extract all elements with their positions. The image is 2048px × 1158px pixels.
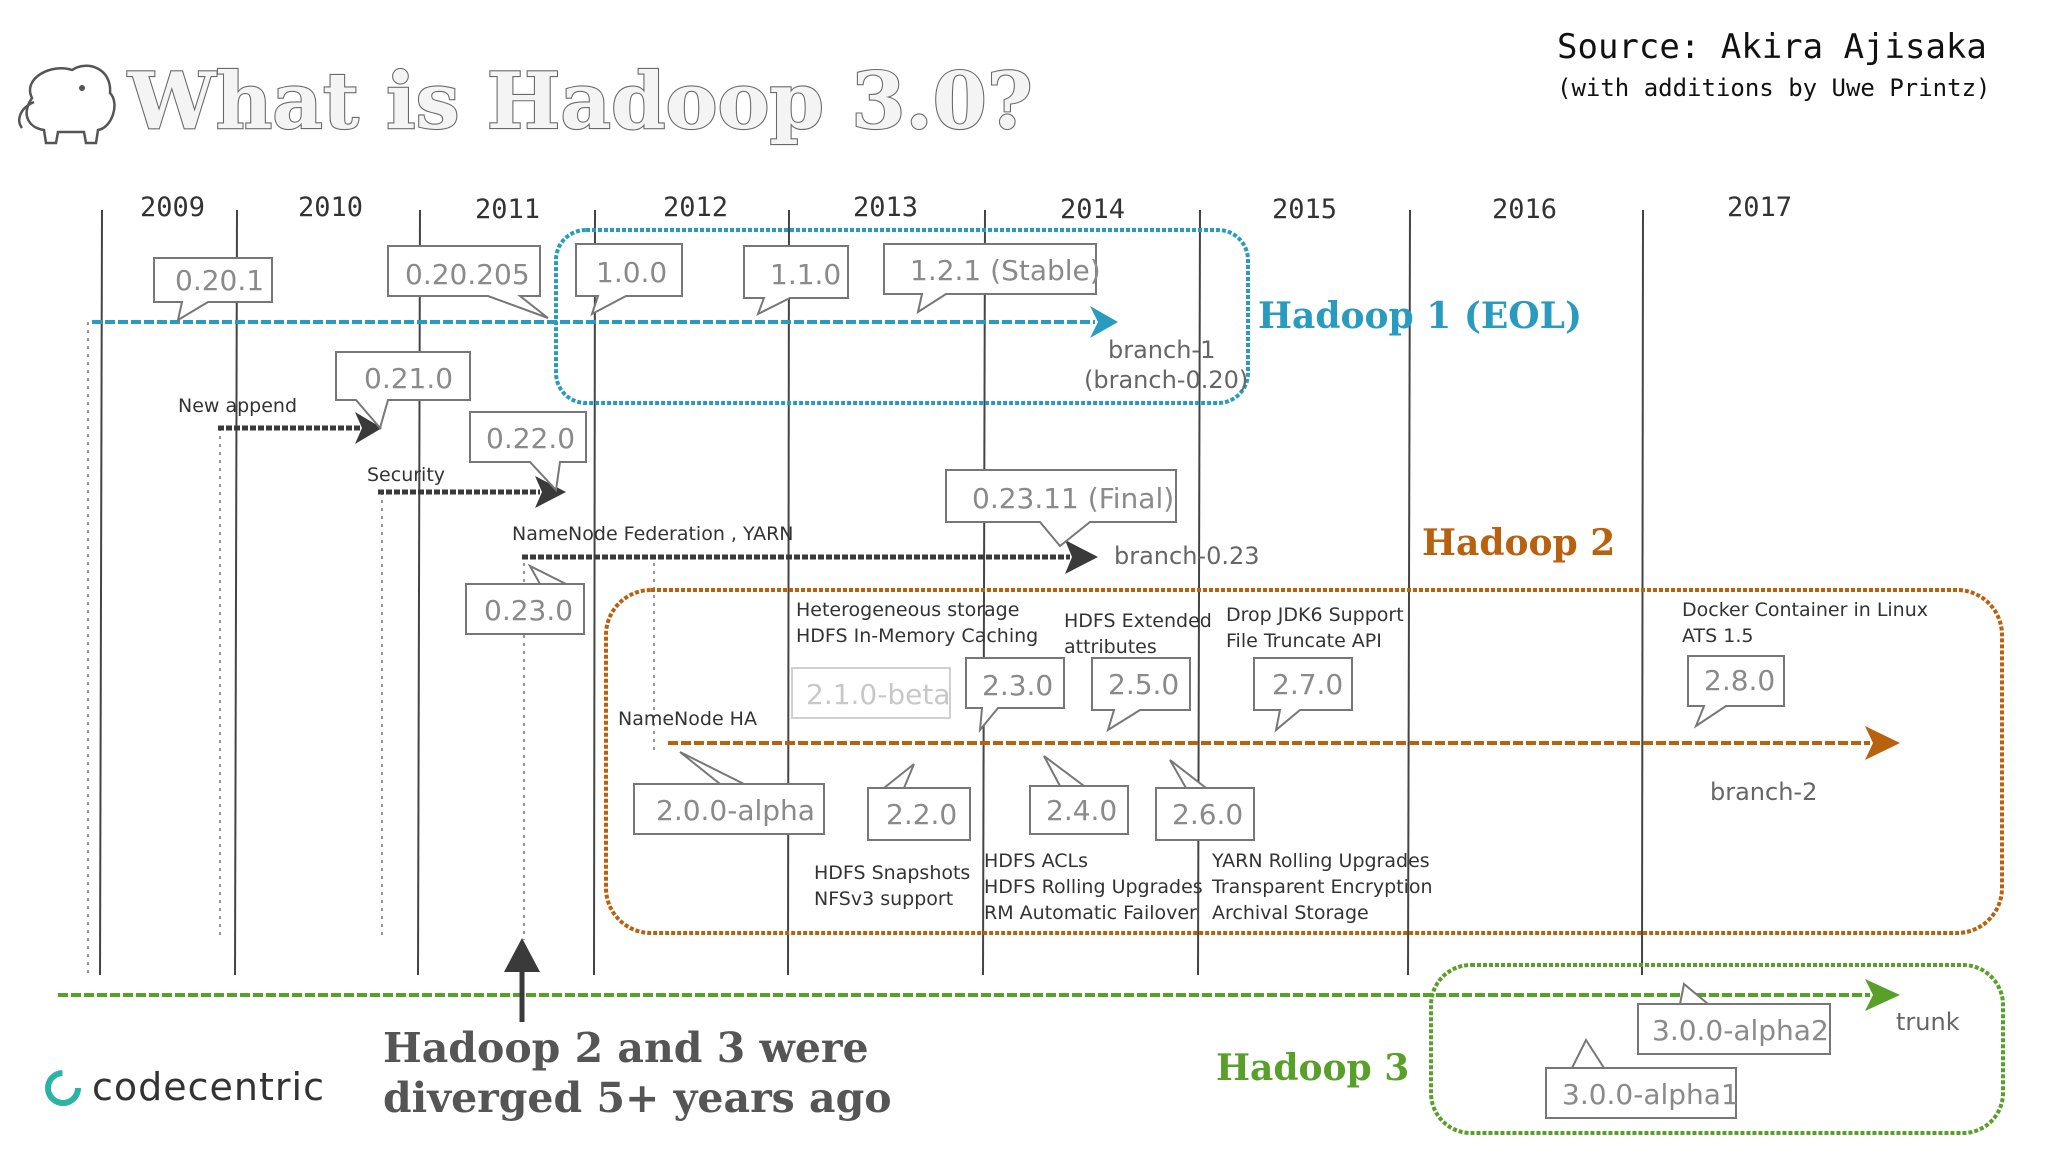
version-callout: 2.7.0 bbox=[1253, 657, 1353, 733]
version-callout: 0.20.205 bbox=[387, 245, 549, 319]
version-label: 2.4.0 bbox=[1046, 794, 1117, 827]
version-label: 1.1.0 bbox=[770, 258, 841, 291]
year-label: 2009 bbox=[140, 192, 205, 223]
feature-label: RM Automatic Failover bbox=[984, 902, 1197, 924]
logo-text: codecentric bbox=[92, 1065, 325, 1109]
feature-label: Docker Container in Linux bbox=[1682, 599, 1928, 621]
version-label: 2.6.0 bbox=[1172, 798, 1243, 831]
version-label: 1.2.1 (Stable) bbox=[910, 254, 1101, 287]
year-label: 2015 bbox=[1272, 194, 1337, 225]
version-callout: 2.8.0 bbox=[1687, 655, 1785, 729]
version-callout: 2.5.0 bbox=[1091, 657, 1191, 733]
version-callout: 3.0.0-alpha1 bbox=[1545, 1037, 1739, 1119]
branch-1-sublabel: (branch-0.20) bbox=[1084, 366, 1248, 394]
version-label: 0.23.0 bbox=[484, 594, 573, 627]
version-callout: 2.1.0-beta bbox=[791, 667, 951, 719]
new-append-arrow bbox=[218, 412, 382, 444]
feature-label: HDFS Snapshots bbox=[814, 862, 970, 884]
version-label: 0.20.1 bbox=[175, 264, 264, 297]
feature-label: YARN Rolling Upgrades bbox=[1211, 850, 1430, 872]
nn-federation-label: NameNode Federation , YARN bbox=[512, 523, 794, 545]
feature-label: HDFS Extended bbox=[1064, 610, 1212, 632]
year-axis bbox=[99, 209, 1644, 976]
feature-label: ATS 1.5 bbox=[1682, 625, 1753, 647]
new-append-label: New append bbox=[178, 395, 297, 417]
version-callout: 2.0.0-alpha bbox=[633, 751, 825, 835]
version-label: 3.0.0-alpha2 bbox=[1652, 1014, 1829, 1047]
elephant-icon bbox=[18, 64, 116, 145]
divergence-arrow bbox=[504, 938, 540, 1022]
year-label: 2013 bbox=[853, 192, 918, 223]
divergence-message: Hadoop 2 and 3 were bbox=[383, 1024, 869, 1072]
feature-label: HDFS In-Memory Caching bbox=[796, 625, 1038, 647]
version-label: 0.20.205 bbox=[405, 258, 530, 291]
codecentric-logo: codecentric bbox=[45, 1065, 325, 1109]
year-label: 2010 bbox=[298, 192, 363, 223]
feature-label: attributes bbox=[1064, 636, 1157, 658]
version-label: 2.0.0-alpha bbox=[656, 794, 815, 827]
source-additions: (with additions by Uwe Printz) bbox=[1557, 74, 1990, 102]
hadoop1-group-box bbox=[554, 228, 1250, 405]
branch-2-arrow bbox=[668, 726, 1900, 760]
branch-023-arrow bbox=[522, 540, 1098, 574]
version-callout: 2.2.0 bbox=[867, 763, 971, 841]
feature-label: HDFS ACLs bbox=[984, 850, 1088, 872]
feature-label: Archival Storage bbox=[1212, 902, 1369, 924]
version-label: 1.0.0 bbox=[596, 256, 667, 289]
version-label: 0.21.0 bbox=[364, 362, 453, 395]
nn-ha-label: NameNode HA bbox=[618, 708, 757, 730]
year-label: 2017 bbox=[1727, 192, 1792, 223]
version-callout: 2.3.0 bbox=[965, 657, 1065, 734]
trunk-arrow bbox=[58, 979, 1900, 1011]
branch-1-arrow bbox=[92, 306, 1118, 338]
year-label: 2011 bbox=[475, 194, 540, 225]
version-label: 2.3.0 bbox=[982, 669, 1053, 702]
version-label: 2.7.0 bbox=[1272, 668, 1343, 701]
version-callout: 0.20.1 bbox=[153, 257, 273, 323]
version-callout: 0.23.0 bbox=[465, 563, 585, 635]
feature-label: Drop JDK6 Support bbox=[1226, 604, 1404, 626]
version-callout: 2.4.0 bbox=[1029, 755, 1129, 835]
version-label: 2.2.0 bbox=[886, 798, 957, 831]
trunk-label: trunk bbox=[1896, 1008, 1960, 1036]
divergence-message: diverged 5+ years ago bbox=[383, 1074, 892, 1122]
codecentric-mark-icon bbox=[45, 1070, 81, 1106]
year-label: 2014 bbox=[1060, 194, 1125, 225]
branch-023-label: branch-0.23 bbox=[1114, 542, 1260, 570]
version-label: 0.22.0 bbox=[486, 422, 575, 455]
feature-label: NFSv3 support bbox=[814, 888, 953, 910]
version-label: 2.8.0 bbox=[1704, 664, 1775, 697]
feature-label: File Truncate API bbox=[1226, 630, 1382, 652]
branch-2-label: branch-2 bbox=[1710, 778, 1817, 806]
year-labels: 2009 2010 2011 2012 2013 2014 2015 2016 … bbox=[140, 192, 1792, 225]
branch-1-label: branch-1 bbox=[1108, 336, 1215, 364]
hadoop3-label: Hadoop 3 bbox=[1216, 1047, 1409, 1089]
hadoop2-label: Hadoop 2 bbox=[1422, 522, 1615, 564]
version-callout: 0.22.0 bbox=[469, 411, 587, 493]
version-label: 2.5.0 bbox=[1108, 668, 1179, 701]
year-label: 2016 bbox=[1492, 194, 1557, 225]
hadoop1-label: Hadoop 1 (EOL) bbox=[1258, 295, 1582, 337]
version-callout: 0.21.0 bbox=[335, 351, 471, 431]
version-callout: 3.0.0-alpha2 bbox=[1637, 982, 1831, 1055]
version-callout: 1.2.1 (Stable) bbox=[883, 243, 1101, 315]
hadoop2-group-box bbox=[604, 588, 2004, 935]
feature-label: Heterogeneous storage bbox=[796, 599, 1019, 621]
version-callout: 2.6.0 bbox=[1155, 759, 1255, 841]
security-arrow bbox=[378, 476, 566, 508]
version-callout: 0.23.11 (Final) bbox=[945, 469, 1177, 548]
feature-label: HDFS Rolling Upgrades bbox=[984, 876, 1203, 898]
hadoop3-group-box bbox=[1429, 963, 2005, 1135]
version-label: 3.0.0-alpha1 bbox=[1562, 1078, 1739, 1111]
version-callout: 1.0.0 bbox=[575, 243, 683, 317]
year-label: 2012 bbox=[663, 192, 728, 223]
version-label: 0.23.11 (Final) bbox=[972, 482, 1174, 515]
security-label: Security bbox=[367, 464, 445, 486]
version-callout: 1.1.0 bbox=[743, 245, 849, 317]
feature-label: Transparent Encryption bbox=[1211, 876, 1433, 898]
source-credit: Source: Akira Ajisaka bbox=[1557, 27, 1987, 67]
version-label: 2.1.0-beta bbox=[806, 678, 950, 711]
page-title: What is Hadoop 3.0? bbox=[127, 56, 1033, 147]
